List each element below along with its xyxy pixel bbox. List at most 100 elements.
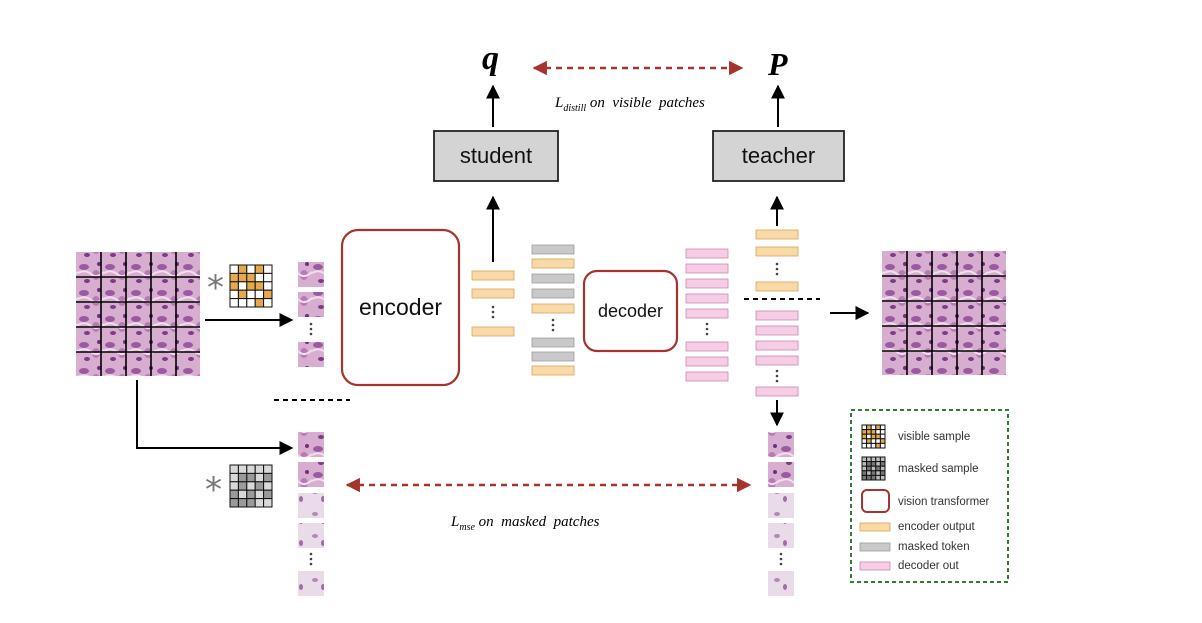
arrow-input-masked: [136, 380, 294, 455]
masked-patches-right: [768, 432, 794, 596]
mask-operator-masked: *: [205, 470, 222, 510]
legend-visible-cell: [866, 438, 872, 444]
masked-mask-cell: [254, 472, 265, 483]
visible-mask-cell: [254, 272, 265, 283]
legend-masked-cell: [879, 461, 886, 467]
legend-visible-cell: [870, 429, 877, 435]
legend-masked-cell: [870, 456, 877, 463]
legend-mtok-swatch: [859, 542, 891, 552]
mse-loss-symbol: L: [451, 514, 460, 530]
masked-mask-cell: [237, 464, 248, 474]
decoder-label: decoder: [597, 301, 664, 321]
visible-mask-cell: [246, 289, 256, 300]
visible-mask-cell: [229, 272, 239, 283]
masked-mask-cell: [246, 489, 256, 500]
legend-masked-cell: [866, 470, 872, 476]
legend-masked-cell: [870, 474, 877, 481]
masked-mask-grid: [229, 464, 273, 508]
masked-mask-cell: [254, 464, 265, 474]
visible-mask-cell: [246, 264, 256, 274]
legend-visible-cell: [861, 442, 868, 449]
mse-loss-subscript: mse: [459, 522, 475, 533]
mse-loss-text: on masked patches: [478, 514, 600, 530]
masked-mask-cell: [229, 498, 239, 508]
decoder-input-column: [531, 244, 575, 376]
legend-masked-cell: [861, 465, 868, 472]
legend-masked-cell: [879, 465, 886, 472]
visible-mask-cell: [263, 289, 273, 300]
legend-visible-cell: [879, 442, 886, 449]
legend-masked-cell: [861, 470, 868, 476]
legend-masked-cell: [875, 456, 881, 463]
masked-mask-cell: [229, 481, 239, 491]
visible-mask-cell: [237, 272, 248, 283]
masked-mask-cell: [254, 489, 265, 500]
legend-masked-swatch: [861, 456, 886, 481]
legend-visible-cell: [875, 429, 881, 435]
masked-mask-cell: [246, 472, 256, 483]
visible-mask-cell: [254, 298, 265, 308]
visible-mask-cell: [229, 264, 239, 274]
input-image: [76, 252, 200, 376]
legend-visible-cell: [879, 438, 886, 444]
legend-masked-cell: [875, 470, 881, 476]
masked-mask-cell: [263, 464, 273, 474]
visible-mask-cell: [229, 281, 239, 291]
legend-masked-cell: [861, 461, 868, 467]
visible-mask-cell: [246, 298, 256, 308]
masked-mask-cell: [237, 472, 248, 483]
masked-mask-cell: [229, 489, 239, 500]
visible-mask-cell: [263, 298, 273, 308]
legend-visible-cell: [870, 433, 877, 440]
legend-masked-cell: [870, 470, 877, 476]
visible-mask-cell: [237, 289, 248, 300]
visible-mask-cell: [237, 298, 248, 308]
student-output-label: q: [482, 40, 499, 77]
legend-mtok-label: masked token: [898, 541, 970, 553]
legend-visible-cell: [861, 424, 868, 431]
legend-masked-cell: [875, 474, 881, 481]
masked-mask-cell: [246, 498, 256, 508]
masked-mask-cell: [246, 481, 256, 491]
visible-mask-cell: [254, 264, 265, 274]
legend-masked-cell: [861, 456, 868, 463]
legend-visible-swatch: [861, 424, 886, 449]
mask-operator-visible: *: [207, 268, 224, 308]
visible-mask-cell: [237, 281, 248, 291]
encoder-output-column: [471, 270, 515, 337]
student-label: student: [459, 143, 533, 168]
teacher-output-label: P: [768, 46, 788, 82]
legend-visible-cell: [866, 433, 872, 440]
legend-enc-label: encoder output: [898, 521, 975, 533]
visible-mask-cell: [229, 298, 239, 308]
visible-patches: [298, 262, 324, 367]
legend-visible-cell: [875, 442, 881, 449]
legend-visible-cell: [861, 438, 868, 444]
legend-masked-cell: [879, 456, 886, 463]
masked-mask-cell: [254, 481, 265, 491]
legend-visible-cell: [866, 429, 872, 435]
visible-mask-cell: [254, 289, 265, 300]
legend-visible-label: visible sample: [898, 431, 971, 443]
visible-mask-cell: [246, 272, 256, 283]
distill-loss-label: Ldistill on visible patches: [555, 95, 705, 114]
decoder-block: [582, 269, 679, 353]
visible-mask-grid: [229, 264, 273, 308]
reconstructed-masked-column: [755, 310, 799, 397]
visible-mask-cell: [229, 289, 239, 300]
legend-masked-label: masked sample: [898, 463, 979, 475]
legend-visible-cell: [879, 424, 886, 431]
masked-mask-cell: [246, 464, 256, 474]
distill-loss-subscript: distill: [563, 103, 587, 114]
masked-mask-cell: [263, 481, 273, 491]
legend-visible-cell: [870, 442, 877, 449]
mse-loss-label: Lmse on masked patches: [451, 514, 599, 533]
reconstructed-image: [882, 251, 1006, 375]
visible-mask-cell: [246, 281, 256, 291]
masked-mask-cell: [229, 472, 239, 483]
legend-masked-cell: [875, 465, 881, 472]
teacher-label: teacher: [741, 143, 816, 168]
legend-vit-swatch: [861, 489, 890, 513]
